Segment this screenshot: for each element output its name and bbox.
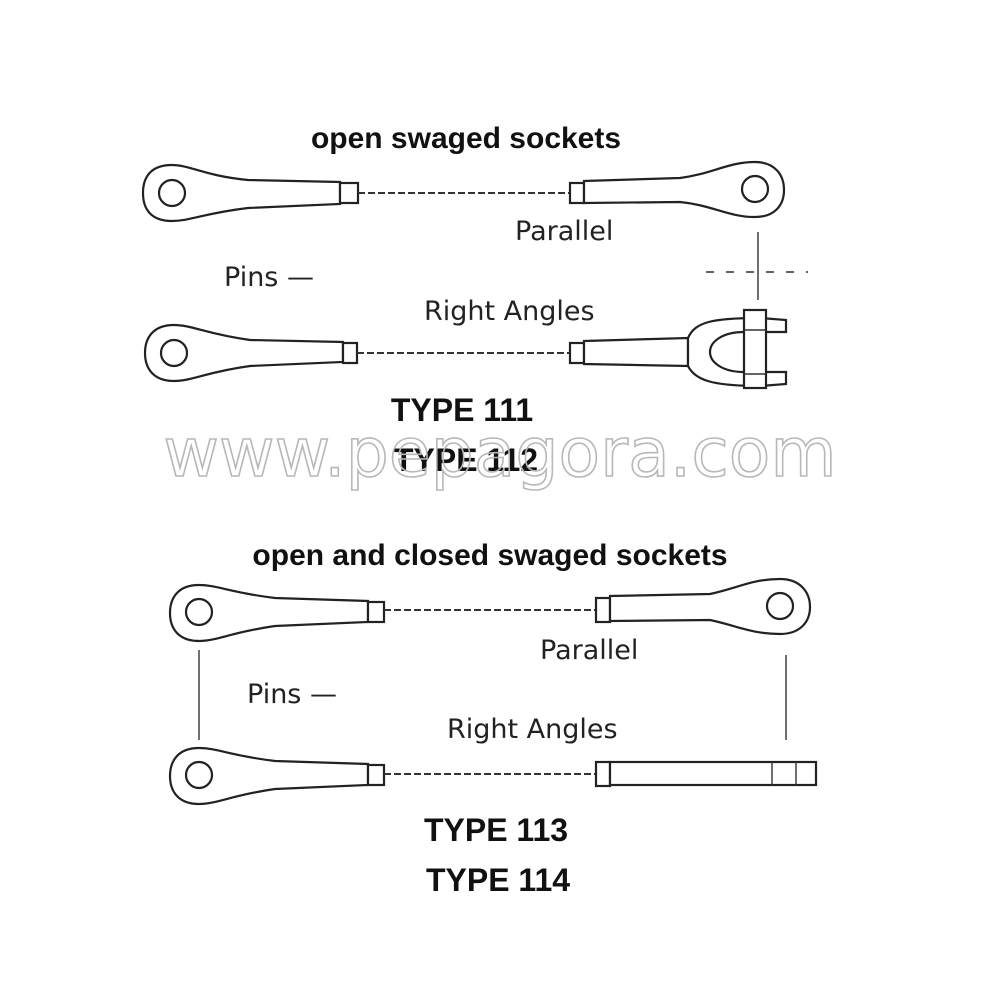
group1-type-a: TYPE 111 <box>391 392 533 428</box>
group1-pins-label: Pins — <box>224 262 314 293</box>
swage-sleeve-right <box>594 596 612 624</box>
open-socket-left <box>141 163 342 223</box>
group1-heading: open swaged sockets <box>311 122 621 155</box>
closed-socket-edge-view-right <box>608 760 818 787</box>
swage-sleeve-left <box>366 600 386 624</box>
group2-heading: open and closed swaged sockets <box>252 539 727 572</box>
swage-sleeve-left <box>338 181 360 205</box>
closed-socket-right <box>608 577 812 636</box>
group2-right-angles-label: Right Angles <box>447 714 618 745</box>
open-socket-left <box>168 583 370 643</box>
swage-sleeve-right <box>568 181 586 205</box>
clevis-fork-right <box>582 308 788 390</box>
assembly-type-112-right-angles <box>143 308 788 390</box>
group2-pins-label: Pins — <box>247 679 337 710</box>
swage-sleeve-right <box>568 341 586 365</box>
swage-sleeve-left <box>341 341 359 365</box>
assembly-type-114-right-angles <box>168 746 818 806</box>
swage-sleeve-left <box>366 763 386 787</box>
watermark: www.pepagora.com <box>163 414 836 493</box>
group1-right-angles-label: Right Angles <box>424 296 595 327</box>
group2-parallel-label: Parallel <box>540 635 638 666</box>
group2-type-a: TYPE 113 <box>424 812 568 848</box>
open-socket-left <box>143 323 345 383</box>
group1-parallel-label: Parallel <box>515 216 613 247</box>
group2-type-b: TYPE 114 <box>426 862 570 898</box>
assembly-type-113-parallel <box>168 577 812 643</box>
open-socket-right <box>582 160 786 219</box>
assembly-type-111-parallel <box>141 160 786 223</box>
open-socket-left <box>168 746 370 806</box>
swage-sleeve-right <box>594 760 612 788</box>
group1-type-b: TYPE 112 <box>394 442 538 478</box>
